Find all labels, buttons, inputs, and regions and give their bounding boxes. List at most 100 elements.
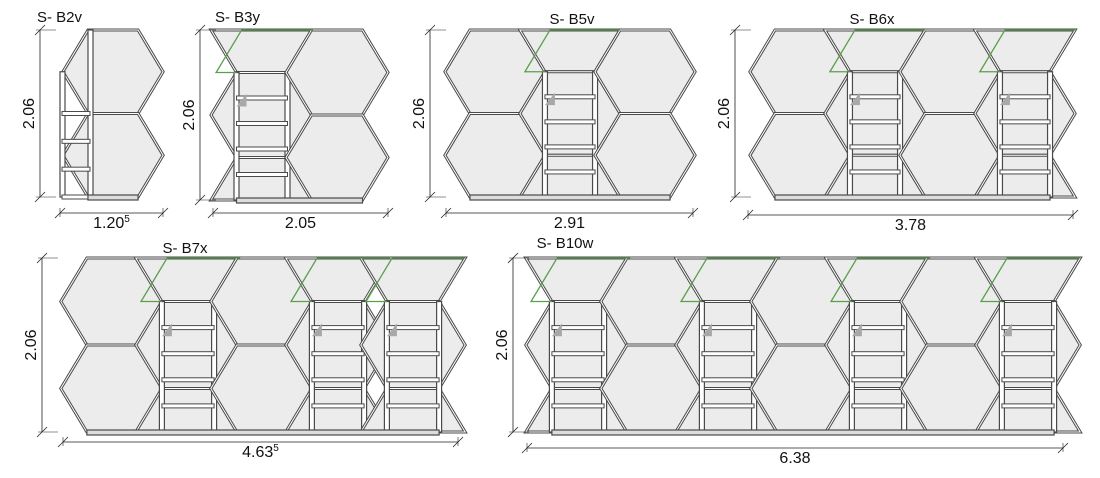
outline-line bbox=[529, 257, 631, 303]
ladder-rung bbox=[161, 403, 215, 409]
drawing-title: S- B2v bbox=[37, 9, 83, 26]
height-dimension-label: 2.06 bbox=[494, 329, 511, 360]
height-dimension-label: 2.06 bbox=[411, 98, 428, 129]
ladder-rung bbox=[701, 351, 755, 357]
vertical-post bbox=[308, 300, 315, 433]
drawing-title: S- B5v bbox=[549, 11, 595, 28]
outline-line bbox=[679, 257, 781, 303]
ladder-rung bbox=[544, 119, 596, 125]
vertical-post bbox=[998, 300, 1006, 433]
outline-line bbox=[214, 29, 313, 74]
bracket-shade bbox=[999, 92, 1010, 106]
bracket-shade bbox=[701, 323, 712, 337]
frame-group bbox=[748, 28, 1078, 199]
height-dimension-label: 2.06 bbox=[181, 99, 198, 130]
elevation-sb3y: S- B3y 2.06 2.05 bbox=[181, 9, 394, 232]
vertical-post bbox=[996, 71, 1004, 198]
ladder-rung bbox=[551, 325, 605, 331]
base-plinth bbox=[87, 194, 139, 201]
width-dimension-superscript: 5 bbox=[124, 214, 130, 225]
vertical-post bbox=[698, 300, 706, 433]
hexagon-panel bbox=[358, 256, 468, 303]
hexagon-panel bbox=[358, 387, 468, 434]
width-dimension-label: 2.05 bbox=[285, 215, 316, 232]
ladder-rung bbox=[551, 403, 605, 409]
ladder-rung bbox=[701, 377, 755, 383]
ladder-rung bbox=[161, 377, 215, 383]
ladder-rung bbox=[236, 95, 288, 101]
width-dimension-label: 4.635 bbox=[242, 443, 279, 461]
ladder-post bbox=[59, 71, 66, 198]
base-plinth bbox=[774, 194, 1051, 201]
width-dimension-label: 6.38 bbox=[779, 450, 810, 467]
bracket-shade bbox=[236, 93, 247, 107]
ladder-rung bbox=[386, 377, 440, 383]
base-plinth bbox=[551, 429, 1055, 436]
bracket-shade bbox=[161, 323, 172, 337]
ladder-rung bbox=[61, 194, 91, 200]
ladder-rung bbox=[311, 377, 365, 383]
drawing-title: S- B3y bbox=[215, 9, 261, 26]
width-dimension-label: 3.78 bbox=[895, 217, 926, 234]
vertical-post bbox=[211, 300, 218, 433]
ladder-rung bbox=[851, 325, 905, 331]
bracket-shade bbox=[544, 92, 555, 106]
hexagon-panel bbox=[359, 300, 467, 390]
height-dimension-label: 2.06 bbox=[21, 98, 38, 129]
frame-group bbox=[208, 28, 390, 202]
ladder-rung bbox=[161, 325, 215, 331]
ladder-rung bbox=[386, 325, 440, 331]
bracket-shade bbox=[1001, 323, 1012, 337]
vertical-post bbox=[436, 300, 443, 433]
outline-line bbox=[523, 29, 621, 73]
vertical-post bbox=[846, 71, 854, 198]
height-dimension-label: 2.06 bbox=[716, 98, 733, 129]
width-dimension-label: 1.205 bbox=[93, 214, 130, 232]
drawing-title: S- B7x bbox=[162, 240, 208, 257]
vertical-post bbox=[600, 300, 608, 433]
outline-line bbox=[829, 257, 931, 303]
ladder-rung bbox=[551, 351, 605, 357]
ladder-rung bbox=[999, 119, 1051, 125]
vertical-post bbox=[1050, 300, 1058, 433]
height-dimension-label: 2.06 bbox=[23, 329, 40, 360]
ladder-rung bbox=[999, 144, 1051, 150]
frame-group bbox=[59, 256, 468, 434]
vertical-post bbox=[158, 300, 165, 433]
ladder-rung bbox=[61, 111, 91, 116]
bracket-shade bbox=[311, 323, 322, 337]
bracket-shade bbox=[851, 323, 862, 337]
ladder-rung bbox=[311, 325, 365, 331]
ladder-rung bbox=[849, 169, 901, 175]
vertical-post bbox=[383, 300, 390, 433]
frame-group bbox=[443, 28, 697, 199]
elevation-sb7x: S- B7x 2.06 4.635 bbox=[23, 240, 468, 461]
base-plinth bbox=[235, 197, 364, 204]
ladder-rung bbox=[1001, 325, 1055, 331]
hexagon-panel bbox=[61, 28, 165, 115]
outline-line bbox=[978, 29, 1076, 73]
ladder-rung bbox=[849, 94, 901, 100]
ladder-rung bbox=[849, 144, 901, 150]
ladder-rung bbox=[544, 94, 596, 100]
outline-line bbox=[139, 257, 241, 303]
ladder-rung bbox=[851, 377, 905, 383]
ladder-rung bbox=[849, 119, 901, 125]
ladder-rung bbox=[1001, 377, 1055, 383]
ladder-rung bbox=[999, 94, 1051, 100]
ladder-rung bbox=[701, 325, 755, 331]
vertical-post bbox=[1046, 71, 1054, 198]
ladder-rung bbox=[999, 169, 1051, 175]
ladder-rung bbox=[236, 146, 288, 152]
vertical-post bbox=[361, 300, 368, 433]
bracket-shade bbox=[386, 323, 397, 337]
vertical-post bbox=[896, 71, 904, 198]
drawing-title: S- B6x bbox=[849, 11, 895, 28]
ladder-rung bbox=[236, 172, 288, 177]
ladder-rung bbox=[61, 166, 91, 172]
outline-line bbox=[289, 257, 391, 303]
vertical-post bbox=[233, 71, 240, 201]
ladder-rung bbox=[386, 351, 440, 357]
